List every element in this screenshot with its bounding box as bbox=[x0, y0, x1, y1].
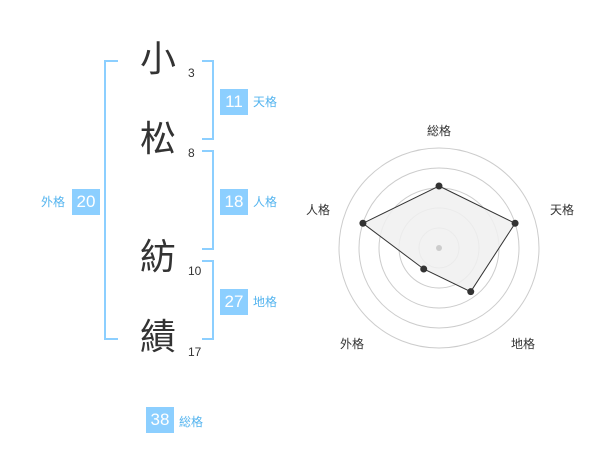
stroke-count-3: 10 bbox=[188, 264, 202, 278]
radar-point-4 bbox=[420, 265, 428, 273]
jinkaku-bracket bbox=[202, 150, 214, 250]
radar-point-2 bbox=[511, 219, 519, 227]
gaikaku-value-badge: 20 bbox=[72, 189, 100, 215]
radar-label-tenkaku: 天格 bbox=[550, 203, 575, 217]
radar-center bbox=[436, 245, 442, 251]
tenkaku-bracket bbox=[202, 60, 214, 140]
radar-grid-ring-4 bbox=[358, 167, 520, 329]
chikaku-label: 地格 bbox=[253, 295, 278, 309]
radar-label-gaikaku: 外格 bbox=[340, 337, 365, 351]
radar-point-1 bbox=[435, 182, 443, 190]
gaikaku-bracket bbox=[104, 60, 118, 340]
name-char-1: 小 bbox=[140, 39, 177, 80]
stroke-count-4: 17 bbox=[188, 345, 202, 359]
radar-grid-ring-5 bbox=[338, 147, 540, 349]
radar-polygon bbox=[361, 185, 516, 293]
radar-point-5 bbox=[359, 219, 367, 227]
radar-label-chikaku: 地格 bbox=[511, 337, 536, 351]
stroke-count-2: 8 bbox=[188, 146, 195, 160]
radar-point-3 bbox=[467, 288, 475, 296]
chikaku-bracket bbox=[202, 260, 214, 340]
soukaku-value-badge: 38 bbox=[146, 407, 174, 433]
tenkaku-label: 天格 bbox=[253, 95, 278, 109]
name-char-3: 紡 bbox=[140, 237, 177, 278]
name-char-4: 績 bbox=[140, 317, 177, 358]
soukaku-label: 総格 bbox=[179, 415, 204, 429]
name-char-2: 松 bbox=[140, 119, 177, 160]
chikaku-value-badge: 27 bbox=[220, 289, 248, 315]
jinkaku-label: 人格 bbox=[253, 195, 278, 209]
radar-label-soukaku: 総格 bbox=[427, 124, 452, 138]
radar-label-jinkaku: 人格 bbox=[306, 203, 331, 217]
stroke-count-1: 3 bbox=[188, 66, 195, 80]
gaikaku-label: 外格 bbox=[41, 195, 66, 209]
tenkaku-value-badge: 11 bbox=[220, 89, 248, 115]
jinkaku-value-badge: 18 bbox=[220, 189, 248, 215]
